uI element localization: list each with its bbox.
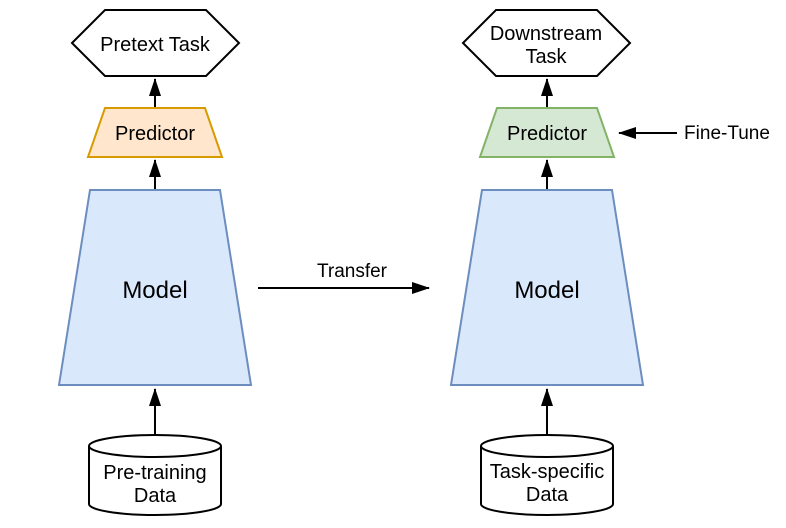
downstream-task-hexagon bbox=[461, 9, 632, 77]
downstream-pipeline: Task-specific Data Model Predictor Downs… bbox=[449, 9, 645, 516]
pretraining-data-label-line2: Data bbox=[134, 485, 177, 507]
pretext-pipeline: Pre-training Data Model Predictor Pretex… bbox=[57, 9, 253, 516]
task-specific-data-label-line1: Task-specific bbox=[490, 461, 604, 483]
pretraining-data-cylinder-rim bbox=[88, 445, 222, 458]
pretext-task-label: Pretext Task bbox=[100, 34, 211, 56]
task-specific-data-label-line2: Data bbox=[526, 484, 569, 506]
task-specific-data-cylinder-rim bbox=[480, 445, 614, 458]
transfer-label: Transfer bbox=[317, 261, 388, 282]
pretext-predictor-trapezoid bbox=[86, 107, 224, 158]
downstream-model-label: Model bbox=[514, 277, 579, 304]
pretraining-data-label-line1: Pre-training bbox=[103, 462, 206, 484]
pretext-model-trapezoid bbox=[57, 189, 253, 386]
downstream-task-label-line1: Downstream bbox=[490, 23, 602, 45]
downstream-task-label-line2: Task bbox=[525, 46, 567, 68]
downstream-predictor-label: Predictor bbox=[507, 123, 587, 145]
transfer-edge: Transfer bbox=[258, 261, 430, 294]
downstream-model-trapezoid bbox=[449, 189, 645, 386]
pretext-task-hexagon bbox=[70, 9, 241, 77]
fine-tune-edge: Fine-Tune bbox=[618, 123, 770, 144]
pretext-model-label: Model bbox=[122, 277, 187, 304]
fine-tune-label: Fine-Tune bbox=[684, 123, 770, 144]
pretext-predictor-label: Predictor bbox=[115, 123, 195, 145]
downstream-predictor-trapezoid bbox=[478, 107, 616, 158]
